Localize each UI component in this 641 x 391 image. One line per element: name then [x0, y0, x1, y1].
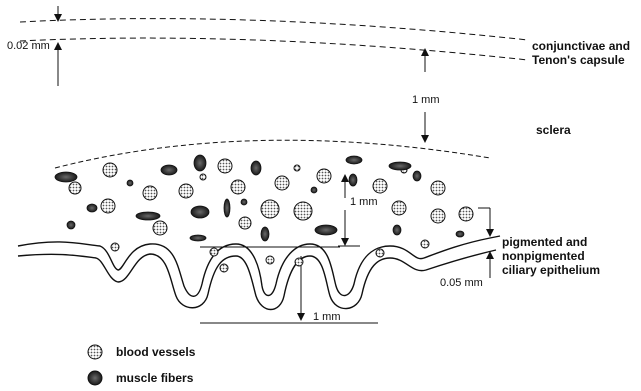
process-height-label: 1 mm — [313, 311, 341, 324]
blood-vessel — [295, 258, 303, 266]
blood-vessel — [153, 221, 167, 235]
blood-vessel — [200, 174, 206, 180]
muscle-fiber — [224, 199, 230, 217]
blood-vessel — [373, 179, 387, 193]
epithelium-thickness-label: 0.05 mm — [440, 277, 483, 290]
blood-vessel — [376, 249, 384, 257]
blood-vessel — [275, 176, 289, 190]
muscle-fiber — [67, 221, 75, 229]
blood-vessel — [239, 217, 251, 229]
muscle-fiber — [311, 187, 317, 193]
legend-blood-vessels-label: blood vessels — [116, 346, 195, 359]
conjunctiva-outer-line — [20, 19, 528, 40]
blood-vessel — [218, 159, 232, 173]
muscle-fiber — [55, 172, 77, 182]
blood-vessel — [231, 180, 245, 194]
muscle-fiber — [346, 156, 362, 164]
epithelium-label-line3: ciliary epithelium — [502, 264, 600, 277]
legend-blood-vessel-icon — [88, 345, 102, 359]
muscle-fiber — [136, 212, 160, 220]
blood-vessel — [392, 201, 406, 215]
muscle-thickness-label: 1 mm — [350, 196, 378, 209]
muscle-fiber — [393, 225, 401, 235]
muscle-fiber — [413, 171, 421, 181]
blood-vessel — [220, 264, 228, 272]
blood-vessel — [111, 243, 119, 251]
epithelium-label-line2: nonpigmented — [502, 250, 585, 263]
blood-vessel — [431, 181, 445, 195]
ciliary-body-outer-boundary — [55, 140, 490, 168]
sclera-thickness-label: 1 mm — [412, 94, 440, 107]
legend-muscle-fiber-icon — [88, 371, 102, 385]
conjunctiva-thickness-label: 0.02 mm — [7, 40, 50, 53]
muscle-fiber — [87, 204, 97, 212]
muscle-fiber — [191, 206, 209, 218]
blood-vessel — [294, 165, 300, 171]
blood-vessel — [294, 202, 312, 220]
blood-vessel — [101, 199, 115, 213]
muscle-fiber — [315, 225, 337, 235]
blood-vessel — [431, 209, 445, 223]
muscle-fiber — [194, 155, 206, 171]
legend-muscle-fibers-label: muscle fibers — [116, 372, 193, 385]
muscle-fiber — [261, 227, 269, 241]
epithelium-label-line1: pigmented and — [502, 236, 587, 249]
conjunctivae-label-line1: conjunctivae and — [532, 40, 630, 53]
blood-vessel — [421, 240, 429, 248]
blood-vessel — [459, 207, 473, 221]
blood-vessel — [266, 256, 274, 264]
muscle-fiber — [161, 165, 177, 175]
epithelium-inner-wave — [18, 250, 496, 310]
blood-vessel — [69, 182, 81, 194]
sclera-label: sclera — [536, 124, 571, 137]
blood-vessel — [143, 186, 157, 200]
muscle-fiber — [190, 235, 206, 241]
muscle-fiber — [241, 199, 247, 205]
muscle-fiber — [251, 161, 261, 175]
muscle-fiber — [349, 174, 357, 186]
muscle-fiber — [456, 231, 464, 237]
blood-vessel — [317, 169, 331, 183]
muscle-fiber — [127, 180, 133, 186]
muscle-fiber — [389, 162, 411, 170]
conjunctiva-inner-line — [20, 38, 528, 60]
blood-vessel — [179, 184, 193, 198]
blood-vessel — [210, 248, 218, 256]
blood-vessel — [261, 200, 279, 218]
blood-vessel — [103, 163, 117, 177]
conjunctivae-label-line2: Tenon's capsule — [532, 54, 625, 67]
